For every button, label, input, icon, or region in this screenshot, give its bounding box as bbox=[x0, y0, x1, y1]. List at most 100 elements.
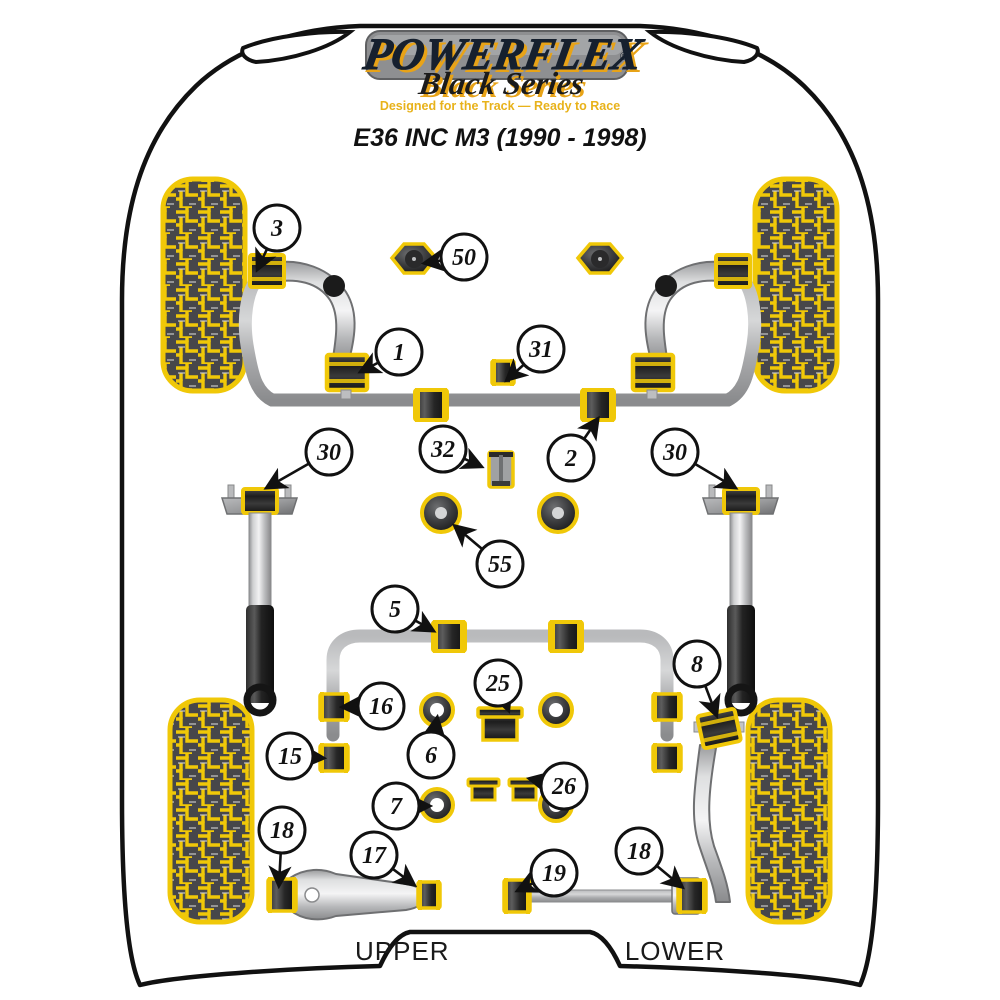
callout-circle[interactable] bbox=[418, 424, 468, 474]
callout-leader bbox=[452, 523, 484, 551]
callout-number: 3 bbox=[270, 216, 283, 242]
bush-31 bbox=[490, 359, 516, 386]
callout-18[interactable]: 18 bbox=[257, 805, 307, 890]
callout-leader bbox=[514, 871, 541, 893]
callout-18[interactable]: 18 bbox=[614, 826, 685, 890]
callout-circle[interactable] bbox=[516, 324, 566, 374]
bush-25 bbox=[476, 706, 524, 742]
bush-15-right bbox=[651, 743, 683, 773]
callout-circle[interactable] bbox=[265, 731, 315, 781]
callout-leader bbox=[410, 610, 437, 633]
callout-number: 18 bbox=[270, 818, 294, 844]
callout-32[interactable]: 32 bbox=[418, 424, 485, 474]
callout-31[interactable]: 31 bbox=[504, 324, 566, 383]
callout-circle[interactable] bbox=[614, 826, 664, 876]
tyre-front-right bbox=[752, 176, 840, 394]
bush-5-left bbox=[431, 620, 467, 653]
callout-3[interactable]: 3 bbox=[252, 203, 302, 273]
callout-leader bbox=[577, 415, 600, 442]
callout-circle[interactable] bbox=[529, 848, 579, 898]
callout-number: 30 bbox=[316, 440, 341, 466]
callout-leader bbox=[525, 771, 552, 795]
powerflex-logo: POWERFLEX POWERFLEX ® Black Series Black… bbox=[353, 29, 651, 152]
page-title: E36 INC M3 (1990 - 1998) bbox=[353, 124, 646, 152]
shock-absorber-right bbox=[701, 484, 780, 717]
callout-circle[interactable] bbox=[257, 805, 307, 855]
callout-circle[interactable] bbox=[546, 433, 596, 483]
bush-18-upper bbox=[266, 877, 298, 913]
callout-15[interactable]: 15 bbox=[265, 731, 328, 781]
washer-6-right bbox=[538, 692, 574, 728]
callout-circle[interactable] bbox=[370, 584, 420, 634]
callout-number: 8 bbox=[691, 652, 703, 678]
ball-joint-left bbox=[323, 275, 345, 297]
callout-17[interactable]: 17 bbox=[349, 830, 418, 888]
tyre-rear-left bbox=[167, 697, 255, 925]
callout-circle[interactable] bbox=[349, 830, 399, 880]
callout-6[interactable]: 6 bbox=[406, 713, 456, 780]
tagline: Designed for the Track — Ready to Race bbox=[380, 99, 620, 113]
series-wordmark: Black Series bbox=[416, 65, 586, 101]
callout-7[interactable]: 7 bbox=[371, 781, 434, 831]
callout-50[interactable]: 50 bbox=[420, 232, 489, 282]
callout-leader bbox=[357, 352, 384, 374]
callout-25[interactable]: 25 bbox=[473, 658, 523, 714]
callout-circle[interactable] bbox=[304, 427, 354, 477]
callout-16[interactable]: 16 bbox=[338, 681, 406, 731]
callout-1[interactable]: 1 bbox=[357, 327, 424, 377]
callout-number: 18 bbox=[627, 839, 651, 865]
bush-26-right bbox=[507, 777, 542, 802]
ball-joint-right bbox=[655, 275, 677, 297]
callout-26[interactable]: 26 bbox=[525, 761, 589, 811]
bush-32 bbox=[487, 450, 515, 489]
tyre-front-left bbox=[160, 176, 248, 394]
wing-mirror-right bbox=[644, 29, 760, 65]
bush-16-right bbox=[651, 692, 683, 722]
brand-wordmark: POWERFLEX bbox=[359, 29, 648, 79]
hex-nut-left bbox=[389, 242, 439, 275]
callout-leader bbox=[694, 462, 739, 490]
callout-circle[interactable] bbox=[539, 761, 589, 811]
callout-circle[interactable] bbox=[371, 781, 421, 831]
label-lower: LOWER bbox=[625, 936, 725, 966]
callout-19[interactable]: 19 bbox=[514, 848, 579, 898]
engine-mount-right bbox=[537, 492, 579, 534]
callout-2[interactable]: 2 bbox=[546, 415, 600, 483]
bush-3-left bbox=[248, 253, 286, 289]
callout-circle[interactable] bbox=[672, 639, 722, 689]
callout-number: 32 bbox=[430, 437, 455, 463]
front-anti-roll-bar bbox=[238, 271, 762, 407]
registered-mark: ® bbox=[620, 51, 628, 63]
callout-30[interactable]: 30 bbox=[650, 427, 739, 490]
callout-leader bbox=[504, 358, 530, 383]
callout-leader bbox=[422, 713, 446, 739]
callout-number: 26 bbox=[551, 774, 576, 800]
callout-circle[interactable] bbox=[650, 427, 700, 477]
callout-30[interactable]: 30 bbox=[263, 427, 354, 490]
callout-leader bbox=[698, 685, 721, 719]
callout-leader bbox=[268, 852, 292, 890]
callout-number: 30 bbox=[662, 440, 687, 466]
callout-circle[interactable] bbox=[473, 658, 523, 708]
bush-16-left bbox=[318, 692, 350, 722]
callout-number: 25 bbox=[485, 671, 510, 697]
callout-circle[interactable] bbox=[475, 539, 525, 589]
brand-wordmark-shadow: POWERFLEX bbox=[363, 32, 652, 82]
callout-leader bbox=[255, 246, 277, 273]
callout-leader bbox=[303, 745, 328, 769]
bush-15-left bbox=[318, 743, 350, 773]
callout-8[interactable]: 8 bbox=[672, 639, 722, 719]
callout-5[interactable]: 5 bbox=[370, 584, 437, 634]
callout-circle[interactable] bbox=[374, 327, 424, 377]
callout-circle[interactable] bbox=[406, 730, 456, 780]
callout-number: 7 bbox=[390, 794, 403, 820]
callout-leader bbox=[391, 863, 418, 888]
hex-nut-right bbox=[575, 242, 625, 275]
callout-circle[interactable] bbox=[439, 232, 489, 282]
bush-19 bbox=[502, 878, 532, 914]
callout-circle[interactable] bbox=[356, 681, 406, 731]
callout-55[interactable]: 55 bbox=[452, 523, 525, 589]
callout-circle[interactable] bbox=[252, 203, 302, 253]
